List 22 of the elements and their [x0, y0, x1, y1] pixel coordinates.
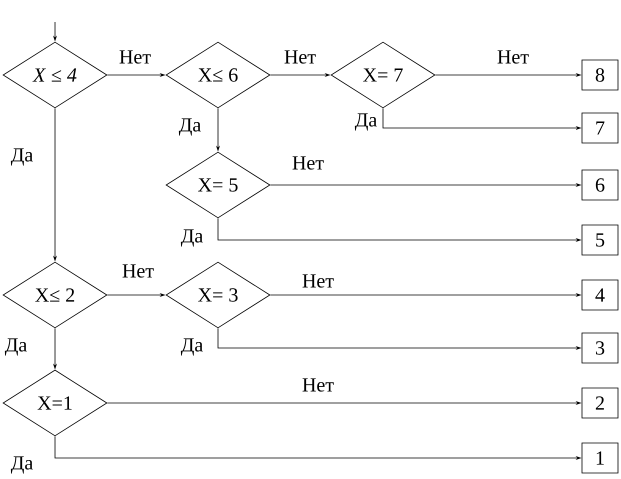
edge-label: Нет — [282, 49, 318, 65]
outcome-box: 4 — [582, 280, 618, 310]
edge-label: Да — [180, 337, 204, 357]
edge-label: Нет — [118, 49, 152, 65]
outcome-box: 5 — [582, 224, 618, 256]
edge-label: Да — [4, 337, 28, 357]
edge-label: Да — [354, 112, 378, 132]
edge-label: Да — [180, 228, 204, 248]
edge-label: Да — [10, 455, 34, 475]
edge-label: Да — [178, 117, 202, 137]
outcome-box: 6 — [582, 170, 618, 200]
edge-label: Нет — [496, 49, 530, 65]
outcome-box: 8 — [582, 60, 618, 90]
edge-label: Да — [10, 147, 34, 167]
outcome-box: 7 — [582, 112, 618, 144]
edge-label: Нет — [300, 377, 336, 393]
outcome-box: 2 — [582, 388, 618, 418]
edge-label: Нет — [300, 273, 336, 289]
edge-label: Нет — [120, 263, 156, 279]
outcome-box: 1 — [582, 442, 618, 474]
outcome-box: 3 — [582, 332, 618, 364]
edge-label: Нет — [290, 155, 326, 171]
